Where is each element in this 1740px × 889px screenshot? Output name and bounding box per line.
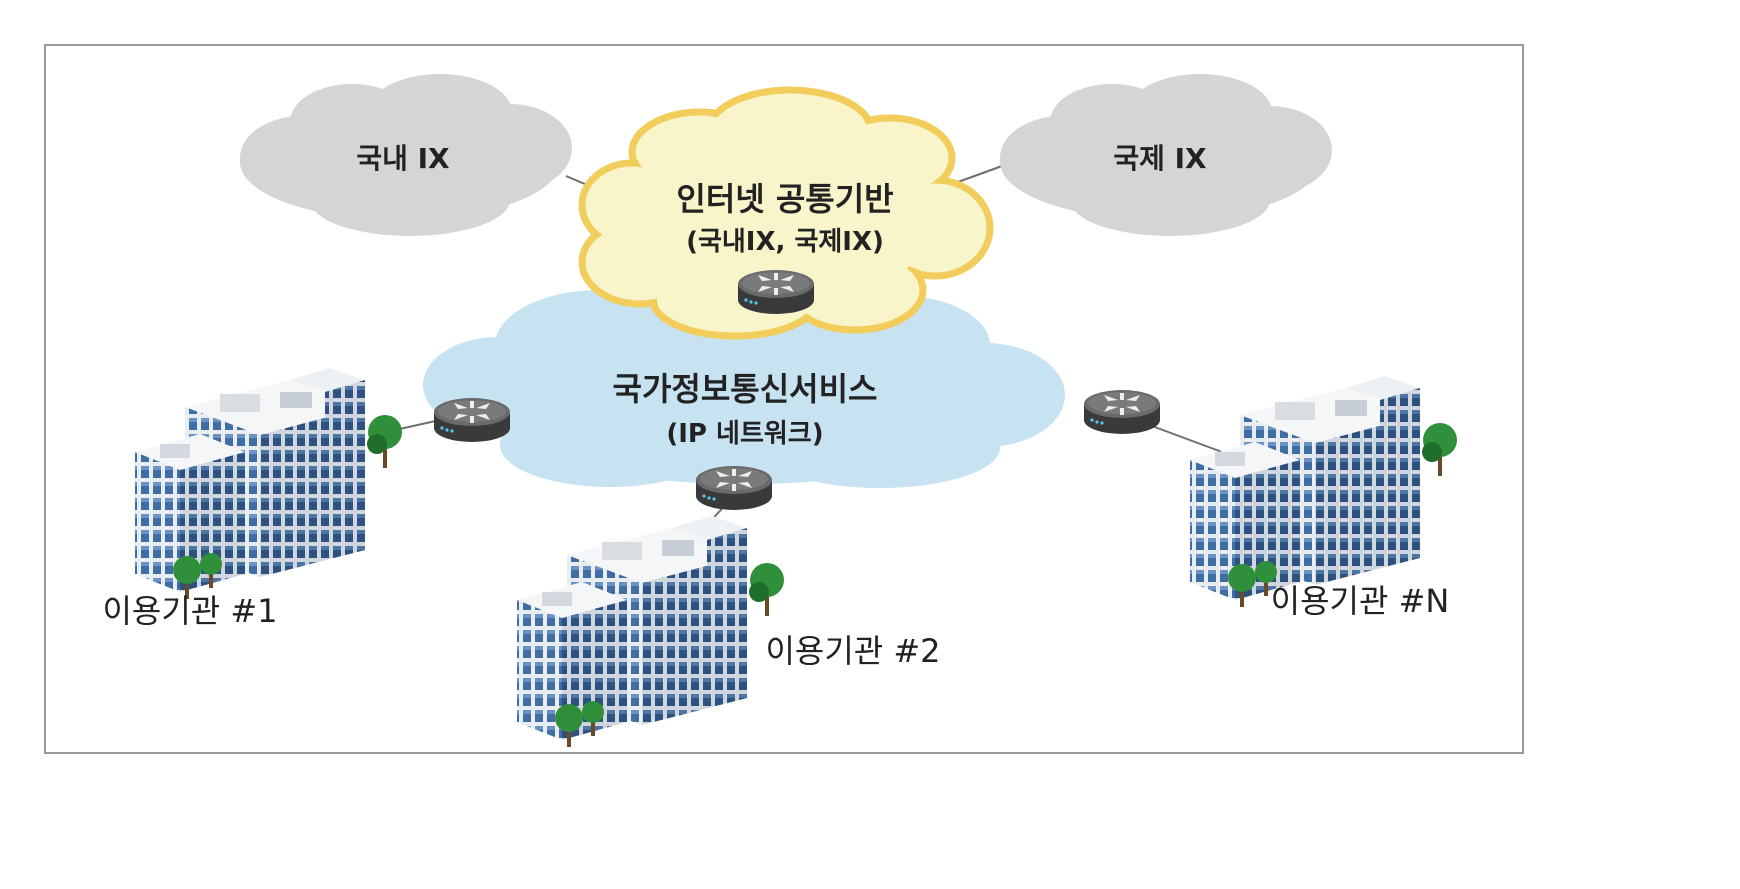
national-network-title: 국가정보통신서비스 [613,370,878,408]
site-1-label: 이용기관 #1 [102,592,277,630]
router-icon-site-n [1084,390,1160,434]
national-network-subtitle: (IP 네트워크) [666,419,823,449]
router-icon-site-2 [696,466,772,510]
site-2-label: 이용기관 #2 [765,632,940,670]
link-international-ix [957,165,1003,183]
international-ix-cloud [1000,74,1332,236]
domestic-ix-cloud [240,74,572,236]
internet-common-cloud [578,86,994,340]
router-icon-site-1 [434,398,510,442]
national-network-cloud [423,275,1065,488]
internet-common-title: 인터넷 공통기반 [676,180,893,218]
domestic-ix-label: 국내 IX [356,142,450,175]
internet-common-subtitle: (국내IX, 국제IX) [686,227,884,257]
link-site-n [1151,425,1223,453]
site-n-label: 이용기관 #N [1271,582,1450,620]
router-icon-core [738,270,814,314]
international-ix-label: 국제 IX [1113,142,1207,175]
